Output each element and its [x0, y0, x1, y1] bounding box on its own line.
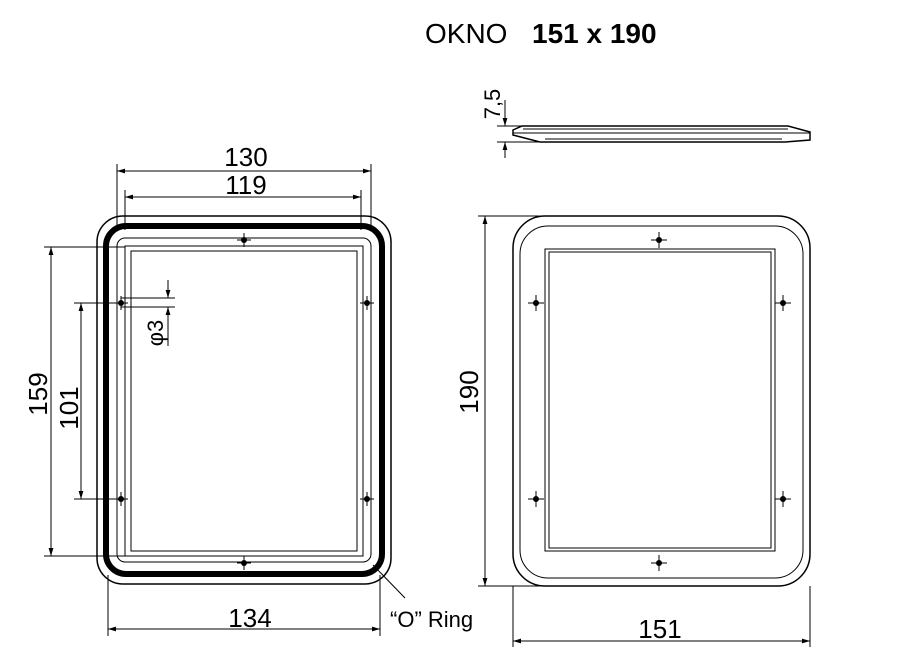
back-second-frame — [519, 225, 804, 579]
hole-bottom-left — [114, 492, 128, 506]
back-glass-inner — [548, 251, 772, 549]
back-view: 190 151 — [454, 215, 811, 647]
back-holes — [528, 232, 791, 571]
dim-134-label: 134 — [228, 603, 271, 633]
dimension-159: 159 — [23, 246, 125, 557]
hole-top — [237, 233, 251, 247]
o-ring-callout: “O” Ring — [372, 564, 473, 632]
dim-7-5-label: 7,5 — [480, 89, 505, 120]
back-hole-top-right — [775, 295, 791, 311]
drawing-title: OKNO 151 x 190 — [425, 18, 657, 49]
dimension-101: 101 — [54, 302, 116, 500]
title-size: 151 x 190 — [532, 18, 657, 49]
dim-190-label: 190 — [454, 370, 484, 413]
o-ring — [103, 223, 385, 577]
front-inner-frame — [116, 237, 372, 563]
dim-159-label: 159 — [23, 372, 53, 415]
back-hole-bottom-left — [528, 491, 544, 507]
front-outer-frame — [96, 215, 392, 585]
hole-bottom-right — [360, 492, 374, 506]
front-glass-outer — [124, 245, 364, 557]
front-view: 130 119 134 159 101 — [23, 142, 473, 636]
dimension-190: 190 — [454, 215, 540, 587]
dim-101-label: 101 — [54, 386, 84, 429]
back-hole-bottom — [651, 555, 667, 571]
back-hole-top-left — [528, 295, 544, 311]
back-hole-top — [651, 232, 667, 248]
side-view: 7,5 — [480, 89, 811, 158]
hole-top-right — [360, 296, 374, 310]
dim-phi3-label: φ3 — [143, 320, 168, 347]
back-outer-frame — [512, 215, 811, 587]
dim-119-label: 119 — [225, 170, 266, 200]
title-prefix: OKNO — [425, 18, 507, 49]
dim-151-label: 151 — [638, 614, 681, 644]
dimension-7-5: 7,5 — [480, 89, 540, 158]
side-profile — [512, 125, 811, 143]
dim-130-label: 130 — [224, 142, 267, 172]
front-glass-inner — [130, 250, 358, 552]
dimension-130: 130 — [116, 142, 372, 226]
dimension-phi3: φ3 — [121, 280, 175, 346]
front-holes — [114, 233, 374, 570]
back-hole-bottom-right — [775, 491, 791, 507]
dimension-119: 119 — [124, 170, 362, 230]
hole-bottom — [237, 556, 251, 570]
dimension-134: 134 — [107, 575, 381, 636]
o-ring-label: “O” Ring — [390, 607, 473, 632]
dimension-151: 151 — [512, 586, 811, 647]
back-glass-outer — [544, 248, 776, 552]
